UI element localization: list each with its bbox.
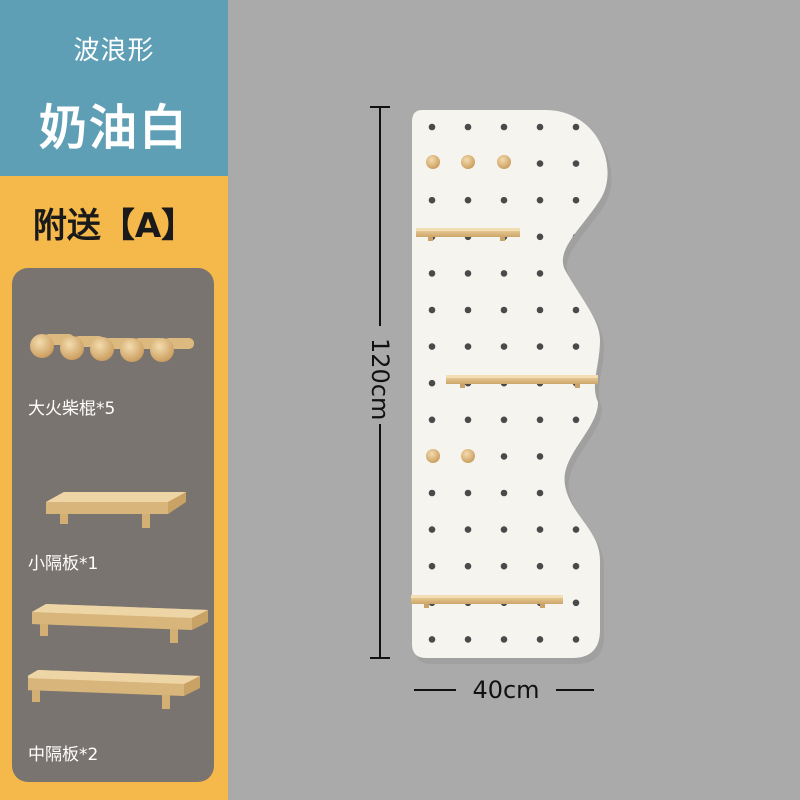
pegboard-holes (428, 123, 580, 643)
peg-hole (464, 270, 472, 277)
peg-hole (536, 343, 544, 350)
peg-hole (536, 526, 544, 533)
board-shelf-middle (446, 375, 598, 388)
peg-hole (572, 562, 580, 570)
peg-hole (536, 416, 544, 424)
board-shelf-bottom (411, 595, 563, 608)
gift-title: 附送【A】 (32, 206, 196, 246)
peg-hole (428, 562, 436, 570)
peg-knob (426, 155, 440, 169)
peg-hole (572, 599, 580, 607)
peg-hole (536, 233, 544, 241)
peg-hole (536, 160, 544, 167)
left-column: 波浪形 奶油白 附送【A】 (0, 0, 228, 800)
board-pegs (426, 155, 511, 463)
peg-hole (464, 526, 472, 533)
peg-knob (461, 449, 475, 463)
peg-hole (464, 636, 472, 643)
peg-hole (428, 636, 436, 643)
peg-hole (464, 562, 472, 570)
gift-panel: 大火柴棍*5 小隔板*1 (12, 268, 214, 782)
peg-hole (572, 160, 580, 167)
peg-hole (500, 526, 508, 533)
peg-hole (500, 453, 508, 460)
peg-hole (536, 562, 544, 570)
peg-hole (428, 196, 436, 204)
height-label-bg (366, 326, 394, 424)
peg-hole (428, 416, 436, 424)
peg-hole (572, 306, 580, 314)
peg-hole (428, 123, 436, 131)
peg-hole (536, 270, 544, 277)
peg-hole (464, 416, 472, 424)
peg-hole (464, 343, 472, 350)
header-box: 波浪形 奶油白 (0, 0, 228, 176)
peg-hole (536, 123, 544, 131)
peg-hole (500, 416, 508, 424)
peg-hole (428, 379, 436, 387)
peg-hole (500, 562, 508, 570)
peg-hole (428, 343, 436, 350)
peg-hole (536, 453, 544, 460)
peg-hole (500, 489, 508, 497)
peg-hole (536, 196, 544, 204)
header-title: 奶油白 (38, 100, 189, 156)
peg-hole (428, 270, 436, 277)
peg-hole (536, 306, 544, 314)
peg-hole (428, 489, 436, 497)
peg-knob (461, 155, 475, 169)
peg-hole (572, 636, 580, 643)
peg-hole (500, 306, 508, 314)
item-label-pegs: 大火柴棍*5 (28, 399, 116, 419)
board-shelf-top (416, 228, 520, 241)
peg-hole (500, 343, 508, 350)
peg-knob (426, 449, 440, 463)
peg-hole (464, 306, 472, 314)
peg-knob (497, 155, 511, 169)
peg-hole (572, 526, 580, 533)
peg-hole (572, 416, 580, 424)
header-subtitle: 波浪形 (73, 36, 155, 66)
width-label: 40cm (472, 676, 540, 704)
peg-hole (500, 270, 508, 277)
peg-hole (464, 123, 472, 131)
height-label: 120cm (366, 338, 394, 421)
peg-hole (536, 636, 544, 643)
peg-hole (428, 306, 436, 314)
peg-hole (572, 489, 580, 497)
peg-hole (572, 123, 580, 131)
medium-shelf-icon (28, 604, 208, 709)
peg-hole (500, 123, 508, 131)
board-shelves (411, 228, 598, 608)
peg-hole (572, 196, 580, 204)
peg-hole (572, 343, 580, 350)
peg-hole (572, 270, 580, 277)
small-shelf-icon (46, 492, 186, 528)
peg-hole (428, 526, 436, 533)
peg-hole (464, 196, 472, 204)
peg-hole (536, 489, 544, 497)
item-label-small-shelf: 小隔板*1 (28, 554, 99, 574)
wooden-peg-icon (30, 334, 194, 362)
peg-hole (500, 196, 508, 204)
peg-hole (464, 489, 472, 497)
item-label-medium-shelf: 中隔板*2 (28, 745, 99, 765)
peg-hole (500, 636, 508, 643)
